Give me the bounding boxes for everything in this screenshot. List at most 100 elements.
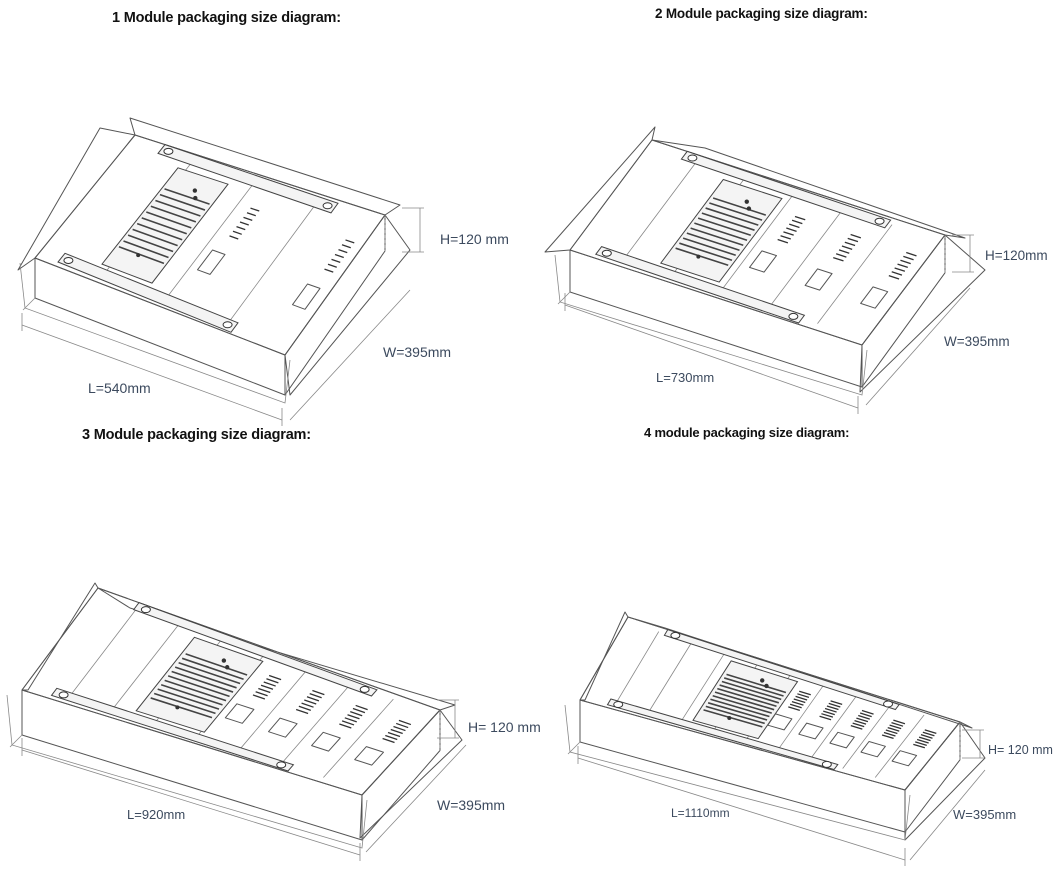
panel-2-right-wall xyxy=(861,234,946,388)
panel-4-module-screw xyxy=(727,716,732,721)
panel-3-bracket-hole xyxy=(140,606,151,614)
panel-3-divider-line xyxy=(110,623,180,712)
panel-3-connector-block xyxy=(224,703,255,724)
panel-3-module-slat xyxy=(185,653,248,676)
panel-1-bracket-bar-bottom xyxy=(57,252,239,333)
panel-3-length-label: L=920mm xyxy=(127,807,185,822)
panel-4-heatsink-fin xyxy=(828,702,841,708)
panel-4-heatsink-fin xyxy=(893,719,906,725)
panel-1-heatsink-fin xyxy=(327,263,337,268)
panel-2-dimensions: H=120mm W=395mm L=730mm xyxy=(656,248,1048,385)
panel-2-heatsink-fin xyxy=(847,237,859,243)
panel-1-module-slat xyxy=(127,234,174,253)
panel-3-heatsink-fin xyxy=(306,696,320,702)
panel-1-connector-block xyxy=(197,249,226,275)
panel-3-divider-line xyxy=(280,683,351,765)
panel-1-right-wall xyxy=(284,214,386,396)
panel-4-right-wall xyxy=(904,721,961,833)
panel-2-heatsink-fin xyxy=(838,249,850,254)
panel-4-heatsink-fin xyxy=(861,709,874,715)
panel-3-connector-block xyxy=(354,746,384,766)
panel-1-heatsink-fin xyxy=(246,212,256,217)
panel-3-drawing xyxy=(6,582,467,861)
panel-2-width-label: W=395mm xyxy=(944,334,1010,349)
panel-1-drawing xyxy=(17,117,424,426)
panel-3-connector-block xyxy=(268,717,298,738)
panel-2-module-slat xyxy=(712,197,767,216)
panel-4-heatsink-fin xyxy=(916,738,929,744)
panel-4-heatsink-fin xyxy=(830,700,843,706)
panel-3-bracket-bar-top xyxy=(132,602,378,697)
panel-4-heatsink-fin xyxy=(795,695,808,701)
panel-2-connector-block xyxy=(860,286,889,309)
panel-3-module-slat xyxy=(164,679,227,702)
panel-4-heatsink-fin xyxy=(858,714,870,720)
panel-4-heatsink-fin xyxy=(852,722,865,728)
panel-3-heatsink-fin xyxy=(252,694,266,700)
panel-2-heatsink-fin xyxy=(777,238,789,244)
panel-2-heatsink-fin xyxy=(888,275,900,280)
panel-2-heatsink-fin xyxy=(780,235,791,240)
panel-4-module-screw xyxy=(760,678,765,683)
panel-4-heatsink-fin xyxy=(826,705,839,711)
panel-2-divider-line xyxy=(622,161,698,261)
panel-3-heatsink-fin xyxy=(268,674,282,681)
panel-2-heatsink-fin xyxy=(891,271,903,276)
panel-1-front-wall xyxy=(34,257,286,396)
panel-4-back-flap xyxy=(627,616,973,729)
panel-3-heatsink-fin xyxy=(347,714,360,720)
panel-2-width-dimension-line xyxy=(865,287,971,406)
panel-3-heatsink-fin xyxy=(339,723,352,729)
panel-3-title: 3 Module packaging size diagram: xyxy=(82,427,311,443)
panel-2-divider-line xyxy=(719,192,795,293)
panel-1-module-screw xyxy=(193,195,198,201)
panel-3-heatsink-fin xyxy=(387,731,401,738)
panel-3-width-label: W=395mm xyxy=(437,797,505,813)
panel-2-heatsink-fin xyxy=(794,215,806,221)
panel-3-heatsink-fin xyxy=(341,720,355,726)
panel-2-module-slat xyxy=(701,212,755,231)
panel-3-heatsink-fin xyxy=(304,699,317,705)
panel-1-heatsink-fin xyxy=(232,230,242,235)
panel-1-module-slat xyxy=(164,188,210,205)
panel-3-heatsink-fin xyxy=(352,707,366,714)
panel-3-divider-line xyxy=(67,608,138,699)
panel-3-height-label: H= 120 mm xyxy=(468,719,541,735)
panel-1-heatsink-fin xyxy=(334,253,344,259)
panel-4-heatsink-fin xyxy=(850,724,863,730)
panel-4-connector-block xyxy=(891,750,918,767)
panel-4-module-slat xyxy=(714,691,775,711)
panel-1-module-slat xyxy=(141,217,188,235)
panel-4-heatsink-fin xyxy=(819,715,832,721)
panel-4-divider-line xyxy=(647,641,693,715)
panel-4-bracket-bar-top xyxy=(663,629,901,711)
panel-3-bracket-hole xyxy=(359,685,370,693)
panel-2-heatsink-fin xyxy=(900,259,911,265)
panel-3-bracket-bar-bottom xyxy=(50,687,295,772)
panel-3-heatsink-fin xyxy=(312,689,325,696)
panel-3-heatsink-fin xyxy=(398,719,412,726)
panel-2-module-slat xyxy=(694,222,748,241)
panel-4-module-slat xyxy=(703,709,763,728)
panel-4-divider-line xyxy=(614,631,660,706)
panel-2-connector-block xyxy=(804,268,833,291)
panel-4-heatsink-fin xyxy=(891,722,904,727)
panel-4-module-slat xyxy=(712,694,773,714)
panel-2-heatsink-fin xyxy=(903,255,914,261)
panel-4-bracket-hole xyxy=(883,700,894,708)
panel-3-heatsink-fin xyxy=(260,684,274,690)
panel-1-dimensions: H=120 mm W=395mm L=540mm xyxy=(88,231,509,396)
panel-1-back-flap xyxy=(129,117,401,216)
panel-2-heatsink-fin xyxy=(850,233,862,239)
panel-3-module-slat xyxy=(160,683,223,706)
panel-3-module-slat xyxy=(153,692,216,715)
panel-4-heatsink-fin xyxy=(821,713,834,718)
panel-1-heatsink-fin xyxy=(236,226,246,231)
panel-2-front-flap-edge xyxy=(554,254,868,396)
panel-4-divider-line xyxy=(842,704,892,769)
panel-4-length-label: L=1110mm xyxy=(671,806,730,820)
panel-3-bracket-hole xyxy=(276,761,287,769)
panel-1-module-screw xyxy=(136,253,141,258)
panel-4-heatsink-fin xyxy=(924,729,937,735)
panel-3-heatsink-fin xyxy=(355,704,368,711)
